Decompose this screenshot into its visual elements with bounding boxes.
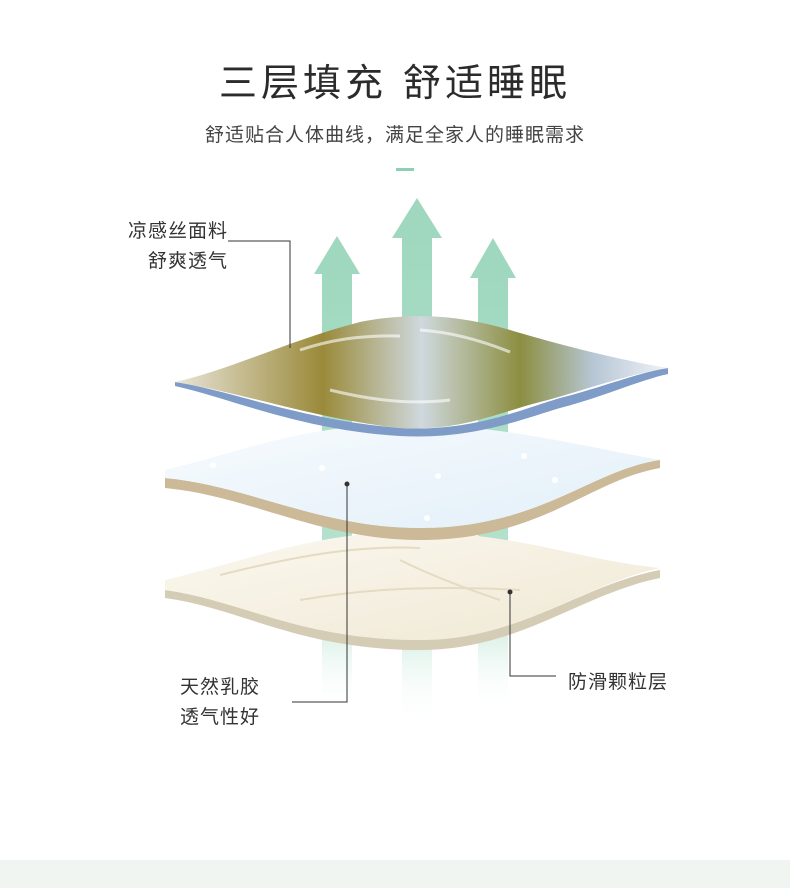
callout-anti-slip-layer: 防滑颗粒层	[568, 667, 708, 697]
leader-lines	[228, 240, 556, 703]
footer-band	[0, 860, 790, 888]
page-subtitle: 舒适贴合人体曲线，满足全家人的睡眠需求	[204, 124, 585, 146]
callout-fabric-line1: 凉感丝面料	[127, 220, 228, 242]
page-title: 三层填充 舒适睡眠	[218, 61, 572, 105]
callout-latex-line2: 透气性好	[180, 706, 261, 728]
callout-latex-line1: 天然乳胶	[180, 676, 261, 698]
callout-fabric-line2: 舒爽透气	[147, 250, 228, 272]
accent-dash	[396, 168, 414, 171]
callout-anti-slip-line1: 防滑颗粒层	[568, 671, 669, 693]
callout-latex-layer: 天然乳胶 透气性好	[180, 672, 290, 732]
anti-slip-layer	[165, 531, 660, 650]
fabric-layer	[175, 316, 668, 437]
latex-layer	[165, 424, 660, 540]
callout-fabric-layer: 凉感丝面料 舒爽透气	[100, 216, 228, 276]
